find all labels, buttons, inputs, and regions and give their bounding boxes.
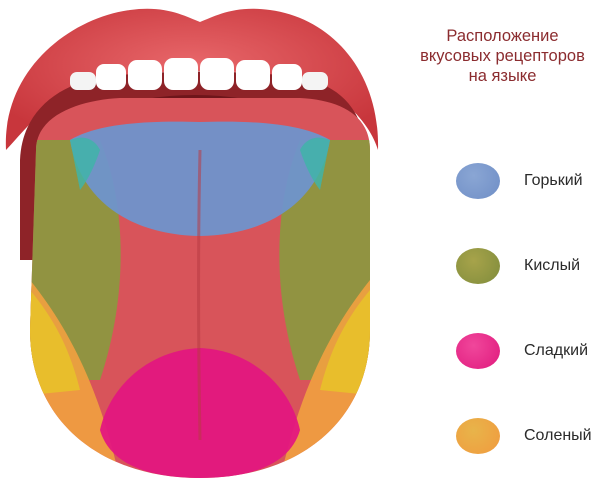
- legend-item-sweet: Сладкий: [456, 333, 606, 373]
- title-line-3: на языке: [395, 66, 610, 86]
- legend-swatch-sour: [456, 248, 500, 284]
- tongue-groove: [199, 150, 201, 440]
- legend-label-sweet: Сладкий: [524, 342, 588, 360]
- legend-label-bitter: Горький: [524, 172, 583, 190]
- legend-item-bitter: Горький: [456, 163, 606, 203]
- legend-item-sour: Кислый: [456, 248, 606, 288]
- legend-swatch-salty: [456, 418, 500, 454]
- legend-label-salty: Соленый: [524, 427, 592, 445]
- title-line-2: вкусовых рецепторов: [395, 46, 610, 66]
- legend-swatch-sweet: [456, 333, 500, 369]
- legend-swatch-bitter: [456, 163, 500, 199]
- legend-label-sour: Кислый: [524, 257, 580, 275]
- title-line-1: Расположение: [395, 26, 610, 46]
- diagram-title: Расположение вкусовых рецепторов на язык…: [395, 26, 610, 86]
- legend-item-salty: Соленый: [456, 418, 606, 458]
